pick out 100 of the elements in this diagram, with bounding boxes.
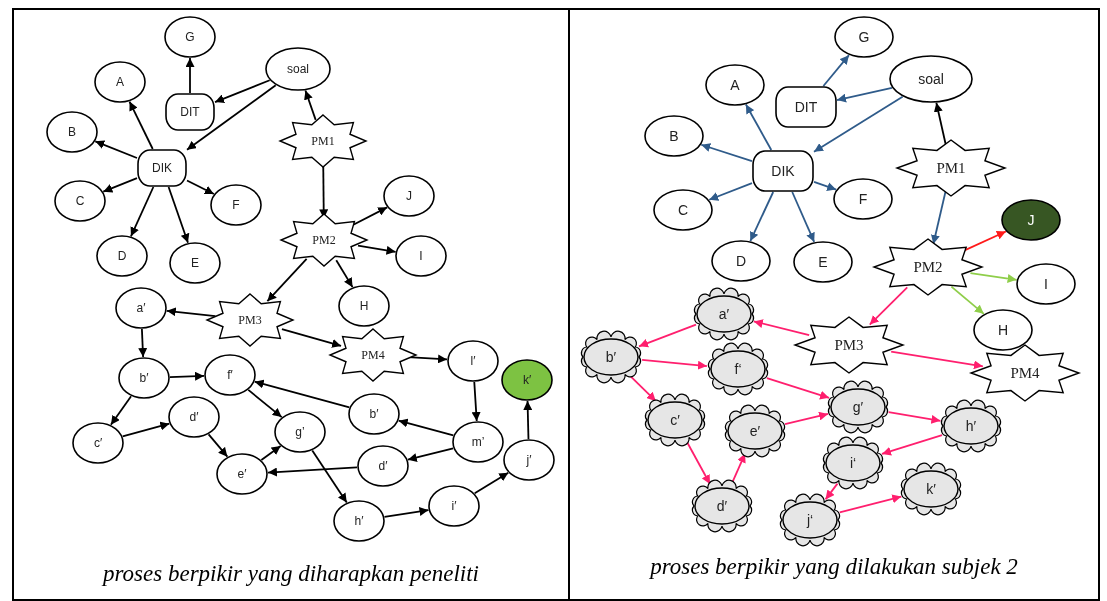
arrow	[629, 374, 657, 403]
cloud-node: d′	[689, 481, 755, 531]
ellipse-node: I	[395, 235, 447, 277]
arrow	[950, 285, 985, 315]
arrow	[933, 101, 947, 146]
arrow	[266, 257, 308, 303]
ellipse-node: J	[1001, 199, 1061, 241]
cloud-node: j‘	[777, 495, 843, 545]
arrow	[638, 323, 697, 348]
ellipse-node: g’	[274, 411, 326, 453]
arrow	[335, 259, 354, 289]
star-node: PM4	[329, 328, 417, 382]
panel-heading: proses berpikir yang diharapkan peneliti	[100, 561, 480, 587]
ellipse-node: B	[46, 111, 98, 153]
arrow	[745, 103, 773, 151]
star-node: PM3	[206, 293, 294, 347]
panel-heading: proses berpikir yang dilakukan subjek 2	[648, 554, 1019, 580]
rounded-node: DIK	[752, 150, 814, 192]
cloud-node: i‘	[820, 438, 886, 488]
arrow	[686, 441, 711, 485]
star-node: PM4	[970, 344, 1080, 402]
arrow	[130, 186, 155, 238]
star-node: PM3	[794, 316, 904, 374]
arrow	[121, 421, 171, 438]
ellipse-node: I	[1016, 263, 1076, 305]
ellipse-node: a′	[115, 287, 167, 329]
cloud-node: a′	[691, 289, 757, 339]
ellipse-node: J	[383, 175, 435, 217]
arrow	[185, 57, 195, 94]
arrow	[169, 371, 205, 381]
star-node: PM2	[280, 213, 368, 267]
arrow	[406, 447, 455, 462]
arrow	[708, 182, 753, 201]
star-node: PM2	[873, 238, 983, 296]
ellipse-node: E	[169, 242, 221, 284]
arrow	[824, 482, 839, 501]
ellipse-node: H	[973, 309, 1033, 351]
cloud-node: b′	[578, 332, 644, 382]
ellipse-node: F	[210, 184, 262, 226]
arrow	[969, 272, 1018, 283]
ellipse-node: soal	[265, 47, 331, 91]
arrow	[165, 307, 217, 318]
arrow	[931, 190, 947, 245]
ellipse-node: j′	[503, 439, 555, 481]
arrow	[868, 286, 909, 326]
panel	[568, 8, 1100, 601]
rounded-node: DIT	[165, 93, 215, 131]
arrow	[766, 377, 830, 400]
arrow	[186, 84, 277, 151]
ellipse-node: e′	[216, 453, 268, 495]
arrow	[357, 244, 397, 255]
arrow	[247, 389, 283, 418]
arrow	[102, 177, 138, 193]
arrow	[186, 179, 215, 195]
cloud-node: f‘	[705, 344, 771, 394]
ellipse-node: c′	[72, 422, 124, 464]
arrow	[383, 507, 430, 518]
arrow	[304, 89, 317, 121]
ellipse-node: B	[644, 115, 704, 157]
panel	[12, 8, 570, 601]
ellipse-node: f′	[204, 354, 256, 396]
rounded-node: DIK	[137, 149, 187, 187]
ellipse-node: A	[94, 61, 146, 103]
ellipse-node: C	[653, 189, 713, 231]
arrow	[128, 100, 154, 150]
star-node: PM1	[279, 114, 367, 168]
arrow	[523, 400, 533, 440]
arrow	[471, 381, 481, 422]
ellipse-node: b′	[118, 357, 170, 399]
ellipse-node: D	[711, 240, 771, 282]
ellipse-node: G	[834, 16, 894, 58]
arrow	[214, 79, 271, 103]
arrow	[836, 86, 893, 103]
arrow	[641, 359, 708, 370]
arrow	[881, 434, 943, 456]
arrow	[752, 319, 811, 337]
ellipse-node: G	[164, 16, 216, 58]
arrow	[397, 418, 455, 437]
ellipse-node: i′	[428, 485, 480, 527]
arrow	[138, 328, 148, 358]
cloud-node: k′	[898, 464, 964, 514]
ellipse-node: d′	[168, 396, 220, 438]
arrow	[110, 395, 132, 426]
arrow	[890, 350, 984, 370]
cloud-node: g′	[825, 382, 891, 432]
ellipse-node: A	[705, 64, 765, 106]
ellipse-node: h′	[333, 500, 385, 542]
arrow	[267, 466, 358, 477]
arrow	[167, 186, 190, 244]
arrow	[260, 445, 282, 461]
ellipse-node: d′	[357, 445, 409, 487]
arrow	[281, 328, 342, 348]
arrow	[813, 95, 904, 153]
star-node: PM1	[896, 139, 1006, 197]
arrow	[784, 411, 829, 425]
ellipse-node: F	[833, 178, 893, 220]
cloud-node: h′	[938, 401, 1004, 451]
arrow	[473, 471, 510, 495]
ellipse-node: m’	[452, 421, 504, 463]
arrow	[822, 54, 850, 87]
